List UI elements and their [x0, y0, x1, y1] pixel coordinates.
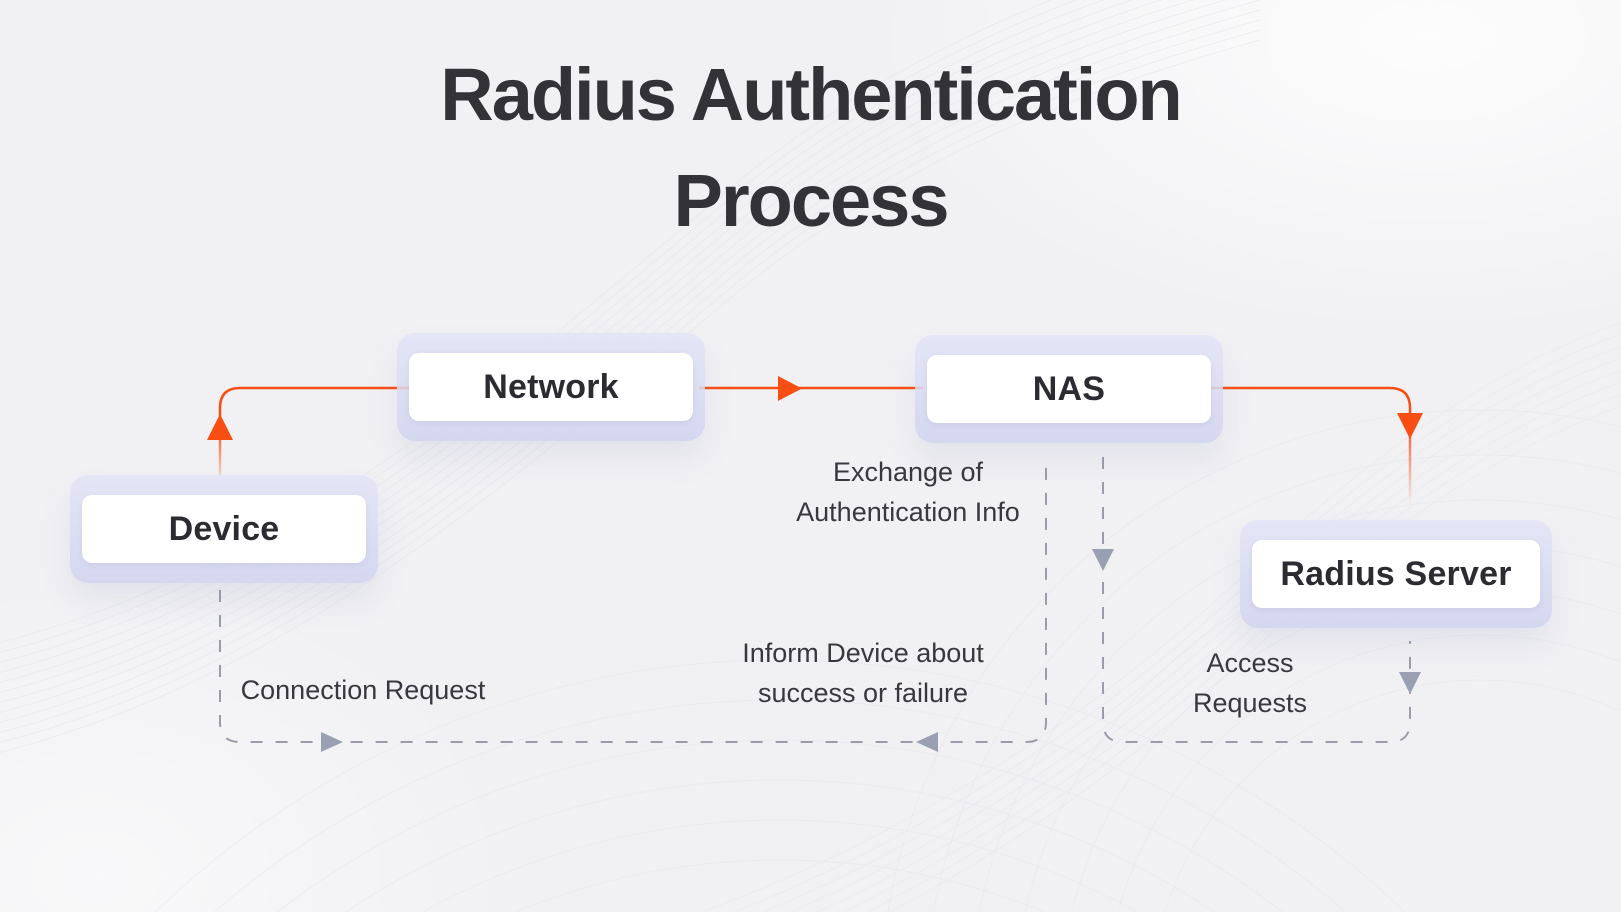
flow-line-device-network	[218, 386, 409, 428]
node-network-label: Network	[483, 367, 619, 406]
node-radius-server-box: Radius Server	[1252, 540, 1540, 608]
page-title: Radius Authentication Process	[0, 42, 1621, 254]
label-connection-request: Connection Request	[240, 675, 486, 705]
triangle-right-icon	[321, 732, 343, 752]
node-nas-box: NAS	[927, 355, 1211, 423]
arc-lines-bottom-center	[154, 659, 1406, 912]
node-nas: NAS	[915, 335, 1223, 443]
dashed-line-device-nas	[219, 457, 1047, 743]
page-title-text: Radius Authentication Process	[440, 53, 1183, 242]
node-device-label: Device	[168, 509, 280, 548]
triangle-down-icon	[1092, 549, 1114, 571]
node-network: Network	[397, 333, 705, 441]
arrow-up-icon	[207, 414, 233, 440]
node-network-box: Network	[409, 353, 693, 421]
node-device: Device	[70, 475, 378, 583]
node-nas-label: NAS	[1032, 369, 1106, 408]
label-exchange-authentication-info: Exchange of Authentication Info	[796, 457, 1020, 527]
node-radius-server-label: Radius Server	[1280, 554, 1512, 593]
label-inform-device: Inform Device about success or failure	[742, 638, 984, 708]
node-radius-server: Radius Server	[1240, 520, 1552, 628]
label-access-requests: Access Requests	[1192, 648, 1308, 718]
flow-line-nas-radius-server	[1211, 386, 1412, 422]
arrow-down-icon	[1397, 413, 1423, 439]
triangle-down-icon	[1399, 672, 1421, 694]
triangle-left-icon	[916, 732, 938, 752]
arrow-right-icon	[778, 376, 802, 401]
node-device-box: Device	[82, 495, 366, 563]
dashed-line-nas-radius-server	[1102, 457, 1411, 743]
